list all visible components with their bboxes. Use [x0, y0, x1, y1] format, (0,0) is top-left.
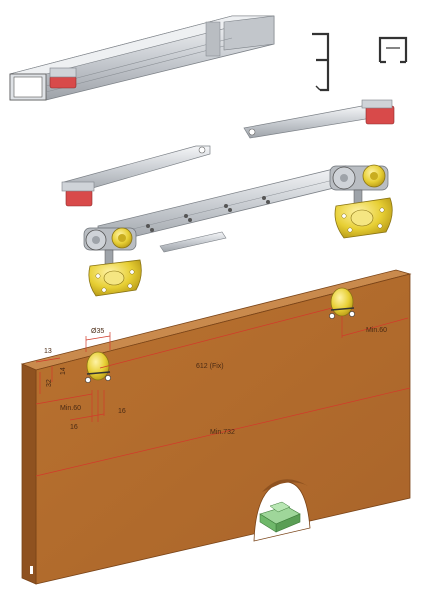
profile-section-rail: [378, 36, 408, 64]
dim-min60-right: Min.60: [366, 327, 387, 334]
dim-13: 13: [44, 348, 52, 355]
door-hole-left: [85, 351, 111, 383]
dim-diameter: Ø35: [91, 328, 104, 335]
door-panel: [20, 269, 412, 585]
dim-min60-left: Min.60: [60, 405, 81, 412]
top-rail: [9, 15, 275, 101]
dim-16-right: 16: [118, 408, 126, 415]
floor-guide: [259, 501, 301, 533]
profile-section-side: [312, 32, 330, 92]
dimension-labels: Ø35 13 32 14 Min.60 Min.60 16 16 612 (Fi…: [44, 327, 387, 436]
dim-612-fix: 612 (Fix): [196, 363, 224, 370]
stopper-bracket-right: [243, 99, 395, 139]
dim-14: 14: [60, 367, 67, 375]
end-stopper-left: [49, 67, 77, 89]
dim-32: 32: [46, 379, 53, 387]
roller-carriage-right: [329, 164, 393, 239]
stopper-bracket-left: [61, 145, 211, 207]
flat-plate: [159, 231, 227, 253]
dimension-lines: [35, 307, 411, 477]
dim-16-left: 16: [70, 424, 78, 431]
dim-min732: Min.732: [210, 429, 235, 436]
roller-carriage-left: [83, 227, 142, 297]
